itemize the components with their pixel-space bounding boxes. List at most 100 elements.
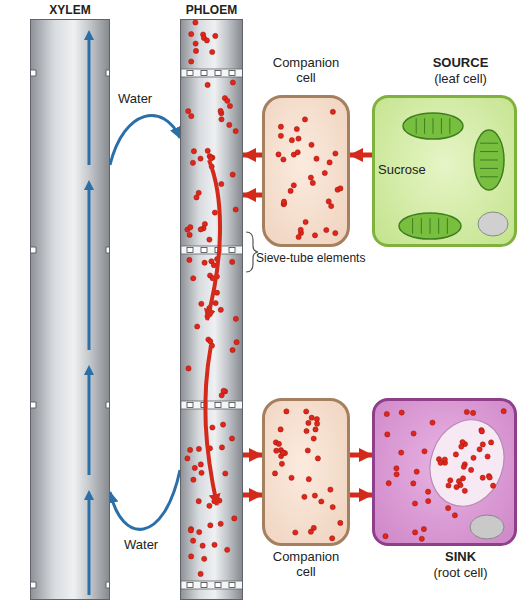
xylem-vessel-body — [30, 19, 110, 600]
sucrose-dot — [189, 32, 194, 37]
pit — [31, 582, 36, 588]
sucrose-dot — [452, 513, 457, 518]
sink-cell-body — [372, 398, 517, 546]
sieve-pore — [229, 248, 235, 253]
sucrose-dot — [304, 409, 309, 414]
sieve-pore — [215, 71, 221, 76]
sucrose-dot — [309, 142, 314, 147]
sucrose-dot — [314, 156, 319, 161]
sucrose-dot — [296, 136, 301, 141]
thylakoid — [480, 176, 498, 177]
sucrose-dot — [276, 152, 281, 157]
sucrose-dot — [430, 420, 435, 425]
sucrose-dot — [278, 427, 283, 432]
sucrose-dot — [281, 157, 286, 162]
sucrose-dot — [284, 409, 289, 414]
sucrose-dot — [296, 234, 301, 239]
companion-cell: Companion cell — [262, 55, 350, 247]
sucrose-dot — [295, 150, 300, 155]
node-title: Companion cell — [266, 549, 346, 579]
sucrose-dot — [471, 410, 476, 415]
heading-block: SINK(root cell) — [372, 549, 517, 581]
sucrose-dot — [413, 530, 418, 535]
sieve-plate — [181, 581, 243, 589]
part-label: Sieve-tube elements — [256, 251, 365, 265]
sucrose-dot — [419, 536, 424, 541]
nucleus — [478, 212, 508, 236]
node-title: PHLOEM — [180, 3, 243, 17]
sucrose-dot — [189, 554, 194, 559]
sucrose-dot — [308, 175, 313, 180]
sucrose-dot — [480, 442, 485, 447]
sucrose-dot — [411, 481, 416, 486]
heading-block: PHLOEM — [180, 3, 243, 17]
sucrose-dot — [448, 478, 453, 483]
sucrose-dot — [304, 428, 309, 433]
sucrose-dot — [426, 499, 431, 504]
heading-block: Companion cell — [262, 55, 350, 85]
node-title: Companion cell — [266, 55, 346, 85]
sucrose-dot — [306, 477, 311, 482]
node-subtitle: (root cell) — [404, 565, 517, 581]
sucrose-transport-arrow — [243, 455, 262, 495]
water-flow-head — [84, 365, 94, 375]
vacuole — [418, 409, 516, 516]
pit — [106, 402, 110, 408]
sucrose-dot — [191, 276, 196, 281]
node-subtitle: (leaf cell) — [404, 71, 517, 87]
edge-label: Sucrose — [378, 162, 426, 177]
sucrose-dot — [187, 257, 192, 262]
sucrose-dot — [199, 470, 204, 475]
sucrose-dot — [188, 447, 193, 452]
sucrose-dot — [219, 445, 224, 450]
sieve-pore — [187, 71, 193, 76]
sucrose-dot — [314, 417, 319, 422]
water-flow-line — [88, 38, 91, 165]
sucrose-dot — [219, 181, 224, 186]
sucrose-dot — [310, 180, 315, 185]
translocation-arrow — [205, 345, 217, 505]
sucrose-dot — [194, 195, 199, 200]
sucrose-dot — [213, 33, 218, 38]
sucrose-dot — [205, 148, 210, 153]
sucrose-dot — [218, 307, 223, 312]
sink-cell: SINK(root cell) — [372, 398, 517, 590]
water-flow-line — [88, 188, 91, 350]
sucrose-dot — [185, 456, 190, 461]
sucrose-dot — [219, 117, 224, 122]
pit — [31, 247, 36, 253]
thylakoid — [480, 143, 498, 144]
heading-block: SOURCE(leaf cell) — [372, 55, 517, 87]
sucrose-dot — [315, 456, 320, 461]
nucleus — [470, 515, 504, 539]
thylakoid — [449, 118, 450, 134]
sucrose-dot — [319, 499, 324, 504]
sucrose-dot — [218, 521, 223, 526]
sucrose-dot — [399, 450, 404, 455]
pit — [106, 70, 110, 76]
translocation-arrow — [207, 160, 220, 320]
sieve-pore — [201, 71, 207, 76]
thylakoid — [416, 118, 417, 134]
sucrose-dot — [196, 446, 201, 451]
sucrose-dot — [223, 471, 228, 476]
sieve-pore — [201, 248, 207, 253]
edge-label: Water — [124, 537, 158, 552]
sucrose-dot — [210, 49, 215, 54]
sucrose-dot — [208, 523, 213, 528]
sucrose-dot — [479, 429, 484, 434]
sucrose-dot — [491, 483, 496, 488]
sucrose-dot — [213, 301, 218, 306]
sucrose-dot — [394, 472, 399, 477]
sucrose-dot — [460, 476, 465, 481]
sucrose-dot — [221, 388, 226, 393]
sucrose-dot — [188, 528, 193, 533]
sucrose-dot — [333, 231, 338, 236]
sucrose-dot — [384, 411, 389, 416]
sucrose-dot — [198, 227, 203, 232]
sucrose-dot — [458, 483, 463, 488]
sucrose-dot — [200, 543, 205, 548]
connector-line — [350, 453, 372, 458]
thylakoid — [441, 118, 442, 134]
